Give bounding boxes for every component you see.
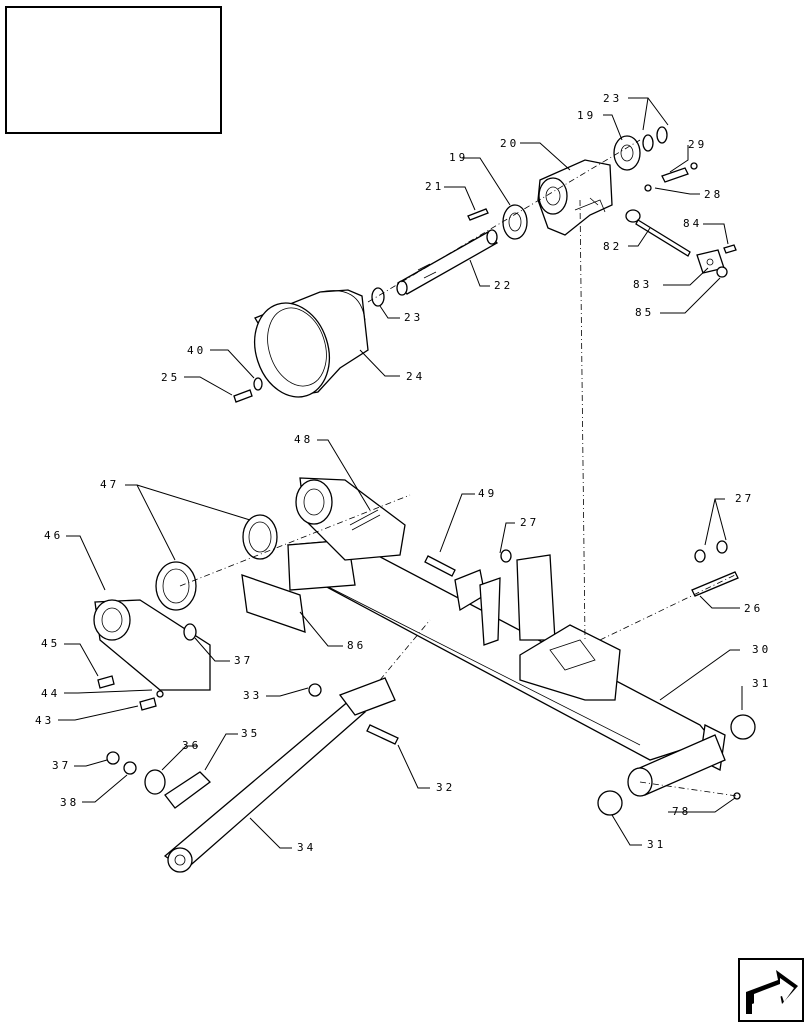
shaft-22 — [396, 229, 498, 296]
callout-label: 47 — [100, 478, 119, 491]
bearing-19-left — [502, 204, 528, 240]
callout-label: 78 — [672, 805, 691, 818]
callout-label: 36 — [182, 739, 201, 752]
drum-housing-24 — [254, 289, 369, 398]
lift-arm-plate-48 — [295, 477, 406, 561]
nut-33 — [308, 683, 322, 697]
callout-label: 44 — [41, 687, 60, 700]
nut-37-lower — [106, 751, 120, 765]
callout-label: 23 — [404, 311, 423, 324]
callout-label: 21 — [425, 180, 444, 193]
seal-rings-23-upper — [642, 126, 668, 152]
callout-label: 85 — [635, 306, 654, 319]
callout-label: 48 — [294, 433, 313, 446]
nut-85 — [716, 266, 728, 278]
callout-label: 31 — [647, 838, 666, 851]
callout-label: 40 — [187, 344, 206, 357]
callout-label: 35 — [241, 727, 260, 740]
bushing-47-upper — [242, 514, 278, 560]
leader-lines — [58, 97, 743, 849]
callout-label: 22 — [494, 279, 513, 292]
spacer-plate-86 — [241, 574, 306, 633]
title-block — [5, 6, 222, 134]
callout-label: 19 — [449, 151, 468, 164]
main-frame-30 — [287, 539, 726, 771]
link-arm-34 — [163, 677, 396, 873]
callout-label: 19 — [577, 109, 596, 122]
callout-label: 84 — [683, 217, 702, 230]
callout-label: 27 — [735, 492, 754, 505]
exploded-parts-diagram: 23 19 20 29 19 21 28 84 82 22 83 85 23 4… — [35, 92, 771, 873]
bushing-47-lower — [155, 561, 197, 611]
sleeve-37-upper — [183, 623, 197, 641]
callout-label: 86 — [347, 639, 366, 652]
callout-labels: 23 19 20 29 19 21 28 84 82 22 83 85 23 4… — [35, 92, 771, 854]
bushings-31 — [597, 714, 756, 816]
callout-label: 37 — [234, 654, 253, 667]
spring-pin-78 — [733, 792, 741, 800]
screw-25 — [233, 389, 253, 403]
callout-label: 33 — [243, 689, 262, 702]
callout-label: 43 — [35, 714, 54, 727]
clips-27 — [500, 540, 728, 563]
callout-label: 31 — [752, 677, 771, 690]
next-page-arrow-icon — [738, 958, 804, 1022]
bracket-27-center — [516, 554, 556, 641]
callout-label: 34 — [297, 841, 316, 854]
bracket-27-left — [454, 569, 501, 646]
mount-bracket — [519, 624, 621, 701]
callout-label: 49 — [478, 487, 497, 500]
callout-label: 83 — [633, 278, 652, 291]
callout-label: 46 — [44, 529, 63, 542]
bearing-19-right — [613, 135, 641, 171]
washer-38 — [123, 761, 137, 775]
screw-84 — [723, 244, 737, 254]
washer-40 — [253, 377, 263, 391]
screws-45-43 — [97, 675, 164, 711]
callout-label: 38 — [60, 796, 79, 809]
callout-label: 24 — [406, 370, 425, 383]
key-21 — [467, 208, 489, 221]
callout-label: 82 — [603, 240, 622, 253]
washers-28 — [644, 162, 698, 192]
callout-label: 37 — [52, 759, 71, 772]
callout-label: 23 — [603, 92, 622, 105]
seal-ring-23-lower — [371, 287, 385, 307]
callout-label: 29 — [688, 138, 707, 151]
pin-49 — [424, 555, 456, 577]
next-page-button[interactable] — [738, 958, 804, 1022]
callout-label: 32 — [436, 781, 455, 794]
sleeve-36 — [144, 769, 166, 795]
bolt-32 — [366, 724, 399, 745]
callout-label: 28 — [704, 188, 723, 201]
callout-label: 45 — [41, 637, 60, 650]
pin-26 — [691, 571, 739, 597]
pin-29 — [661, 167, 689, 183]
callout-label: 20 — [500, 137, 519, 150]
eye-bolt-82 — [625, 209, 691, 257]
callout-label: 30 — [752, 643, 771, 656]
callout-label: 27 — [520, 516, 539, 529]
callout-label: 26 — [744, 602, 763, 615]
side-plate-46 — [93, 599, 211, 691]
bearing-housing-20 — [537, 159, 613, 236]
callout-label: 25 — [161, 371, 180, 384]
bracket-35 — [164, 771, 211, 809]
